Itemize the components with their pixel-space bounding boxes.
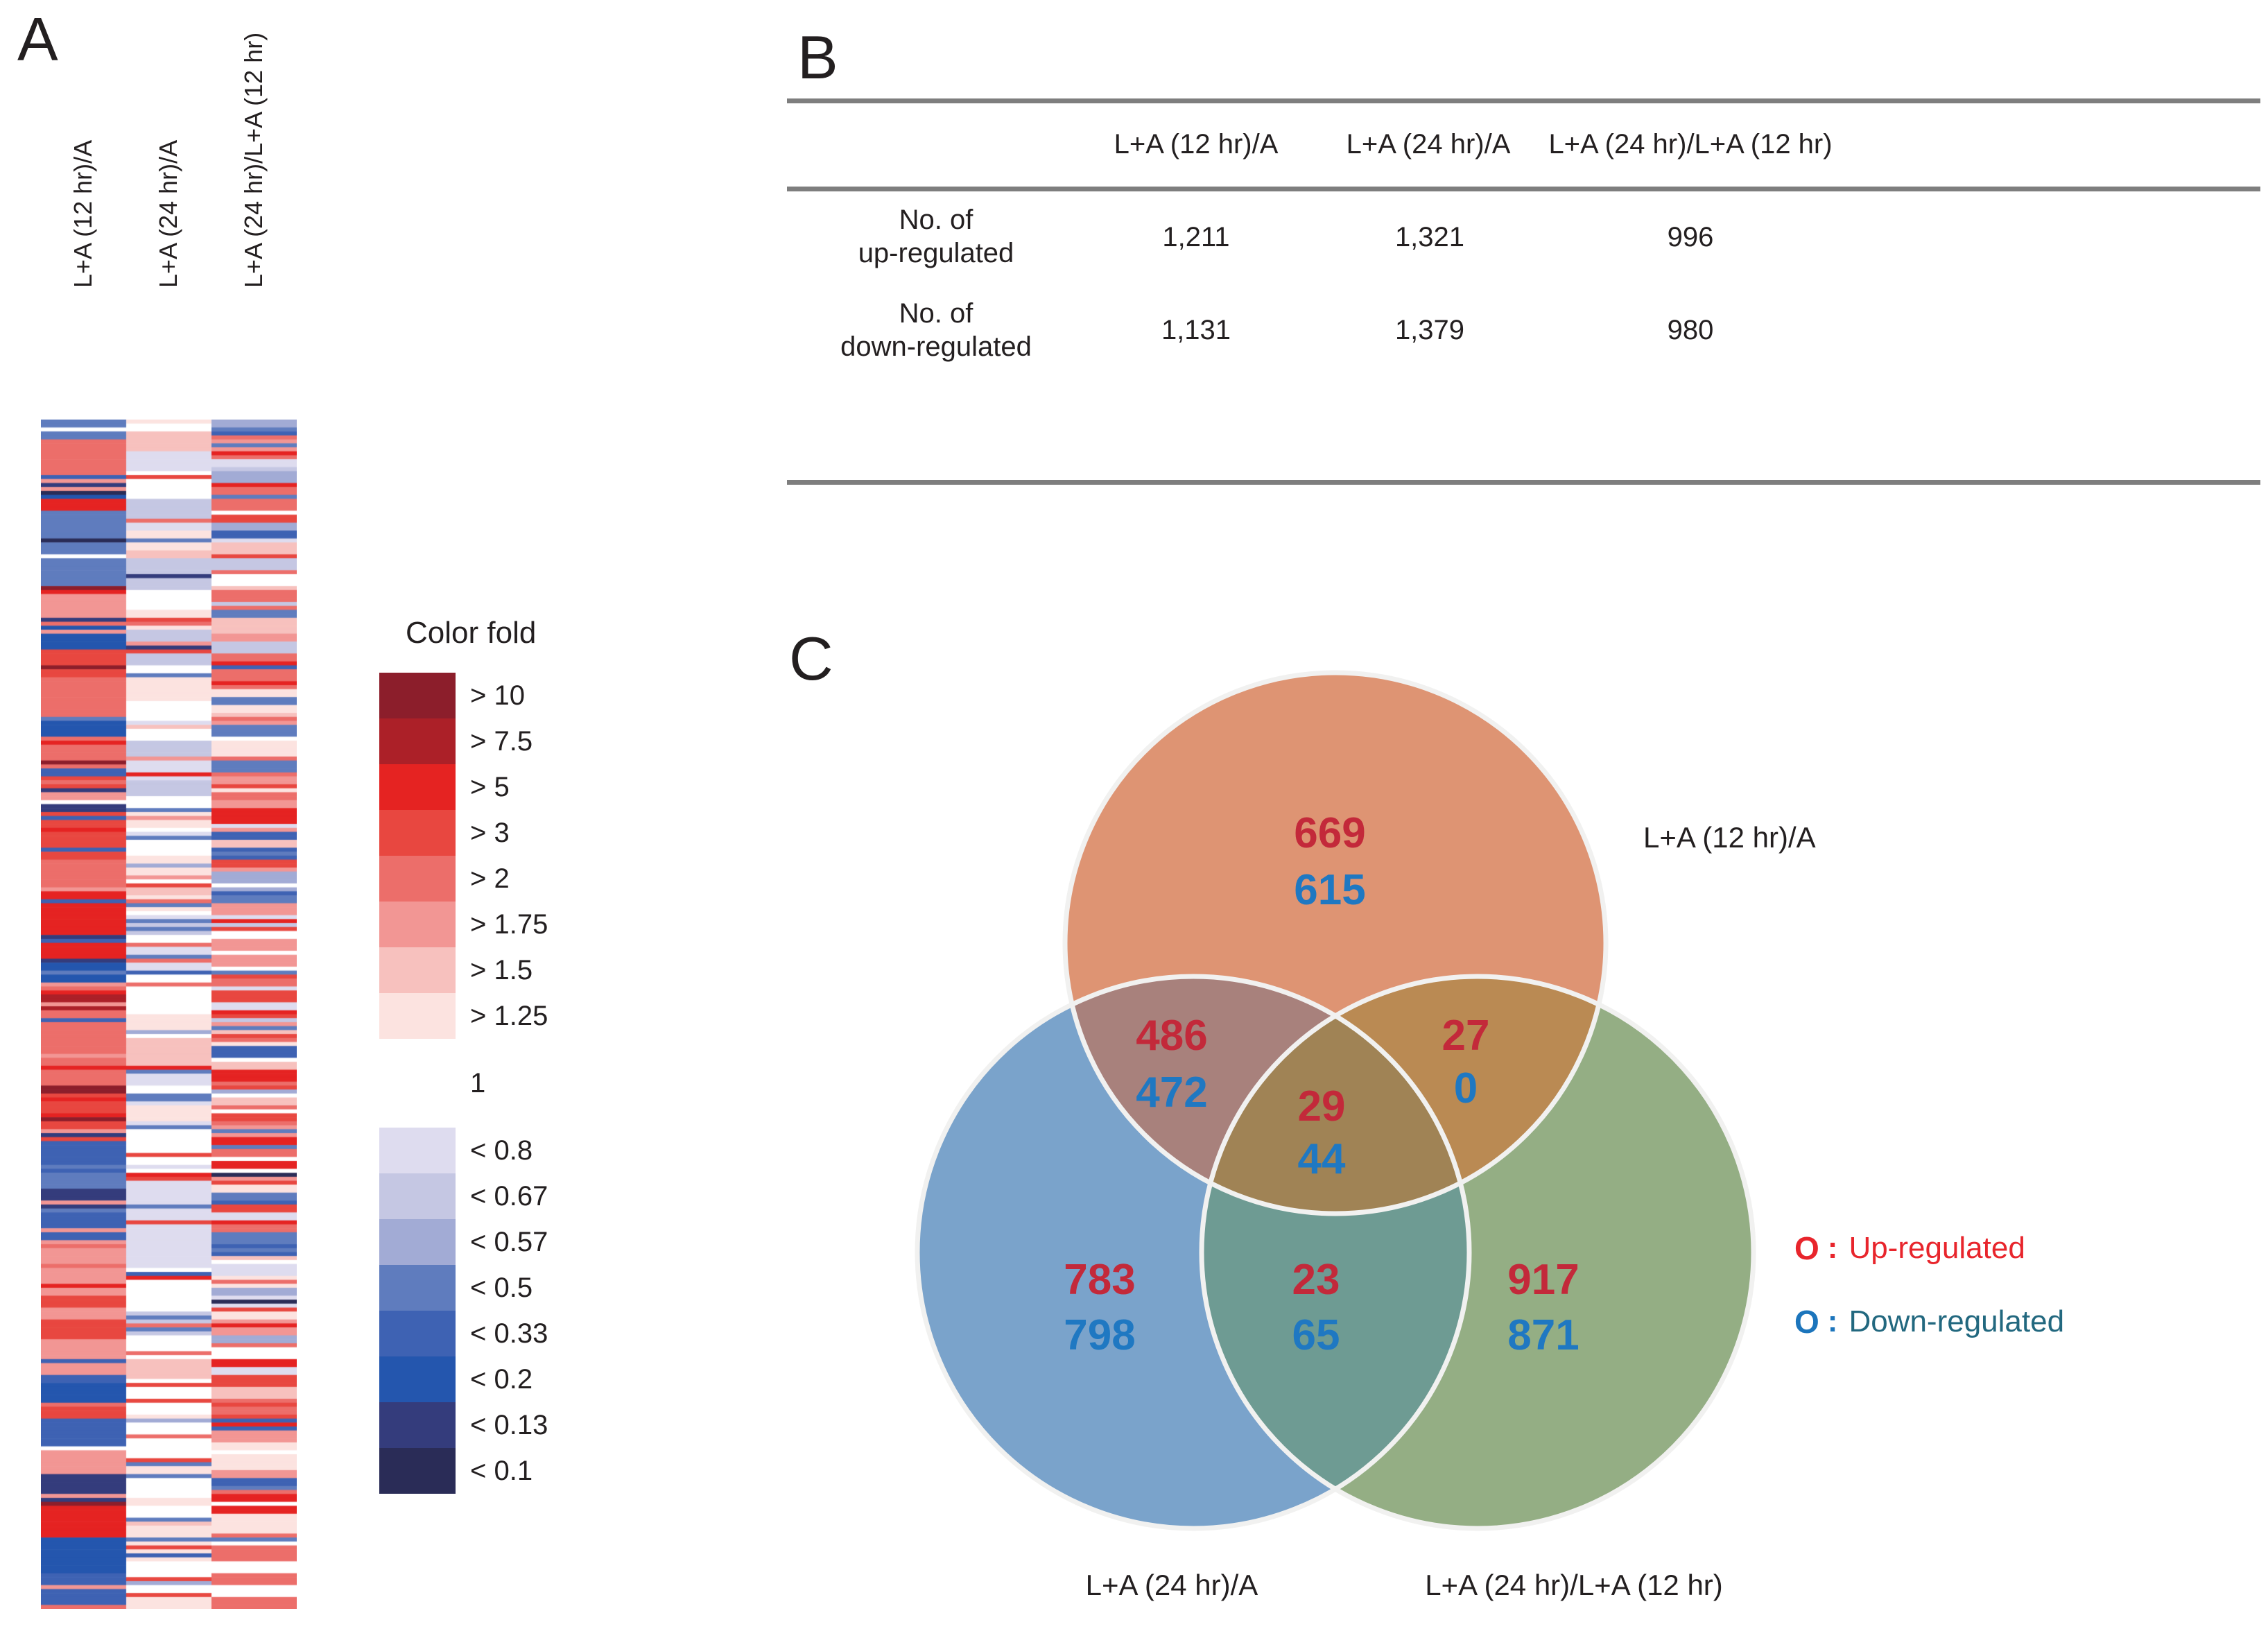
heatmap-col-label-2: L+A (24 hr)/A (154, 139, 182, 288)
venn-count-up: 486 (1136, 1012, 1207, 1060)
venn-count-up: 29 (1298, 1083, 1346, 1130)
legend-colon: : (1827, 1304, 1838, 1338)
venn-count-up: 783 (1064, 1256, 1135, 1304)
colorbar-tick: > 5 (470, 772, 510, 802)
colorbar-swatch (379, 1356, 456, 1402)
venn-outline-2 (915, 974, 1472, 1531)
colorbar-swatch (379, 902, 456, 947)
colorbar-swatch (379, 764, 456, 810)
table-row1-label-line1: No. of (899, 205, 973, 235)
venn-outline-1 (1062, 670, 1609, 1216)
table-cell: 1,321 (1394, 222, 1465, 252)
up-regulated-label: Up-regulated (1849, 1231, 2025, 1265)
venn-count-up: 27 (1442, 1012, 1490, 1060)
colorbar-tick: > 3 (470, 818, 510, 848)
table-rule-bottom (787, 480, 2260, 485)
colorbar-tick: < 0.2 (470, 1364, 533, 1395)
venn-set2-label: L+A (24 hr)/A (1086, 1569, 1258, 1601)
colorbar-labels: > 10 > 7.5 > 5 > 3 > 2 > 1.75 > 1.5 > 1.… (470, 673, 548, 1494)
venn-count-down: 615 (1294, 866, 1365, 914)
colorbar-swatch (379, 673, 456, 718)
colorbar-tick: > 2 (470, 863, 510, 894)
heatmap-col-label-3: L+A (24 hr)/L+A (12 hr) (239, 32, 268, 288)
colorbar-swatch (379, 856, 456, 902)
legend-colon: : (1827, 1231, 1838, 1265)
table-header-col1: L+A (12 hr)/A (1114, 129, 1279, 160)
table-cell: 996 (1667, 222, 1714, 252)
colorbar-tick: > 10 (470, 680, 525, 711)
colorbar-swatch (379, 1402, 456, 1448)
table-row2-label-line1: No. of (899, 298, 973, 329)
colorbar-red-swatches (379, 673, 456, 1039)
venn-legend-down-row: O : Down-regulated (1794, 1302, 2064, 1341)
heatmap-col-label-1: L+A (12 hr)/A (69, 139, 97, 288)
colorbar-tick: < 0.1 (470, 1456, 533, 1486)
venn-count-up: 669 (1294, 809, 1365, 857)
colorbar-tick: < 0.5 (470, 1273, 533, 1303)
venn-set1-label: L+A (12 hr)/A (1643, 821, 1816, 854)
table-cell: 1,131 (1161, 315, 1231, 345)
venn-outline-3 (1199, 974, 1756, 1531)
table-header-col3: L+A (24 hr)/L+A (12 hr) (1548, 129, 1833, 160)
venn-count-down: 798 (1064, 1311, 1135, 1359)
venn-count-down: 472 (1136, 1069, 1207, 1117)
colorbar-tick: > 1.5 (470, 955, 533, 985)
venn-count-up: 917 (1507, 1256, 1579, 1304)
colorbar-swatch (379, 810, 456, 856)
colorbar-swatch (379, 1311, 456, 1356)
colorbar-swatch (379, 1173, 456, 1219)
colorbar-swatch (379, 1265, 456, 1311)
down-regulated-label: Down-regulated (1849, 1304, 2065, 1338)
venn-legend-up-row: O : Up-regulated (1794, 1229, 2025, 1268)
colorbar-tick: < 0.67 (470, 1181, 548, 1212)
table-cell: 980 (1667, 315, 1714, 345)
colorbar-blue-swatches (379, 1128, 456, 1494)
table-header-col2: L+A (24 hr)/A (1346, 129, 1511, 160)
venn-count-down: 0 (1454, 1064, 1478, 1112)
colorbar-tick-one: 1 (470, 1068, 486, 1098)
colorbar-tick: > 7.5 (470, 726, 533, 757)
panel-a-label: A (17, 5, 58, 74)
colorbar-swatch (379, 993, 456, 1039)
table-row2-label: No. of down-regulated (693, 297, 1179, 363)
colorbar-swatch (379, 1448, 456, 1494)
heatmap (41, 420, 297, 1609)
venn-count-down: 65 (1292, 1311, 1340, 1359)
venn-count-down: 44 (1298, 1135, 1346, 1183)
up-circle-symbol: O (1794, 1230, 1819, 1266)
table-row1-label: No. of up-regulated (693, 203, 1179, 270)
table-row1-label-line2: up-regulated (858, 238, 1014, 268)
down-circle-symbol: O (1794, 1304, 1819, 1340)
colorbar-tick: > 1.25 (470, 1001, 548, 1031)
table-cell: 1,379 (1394, 315, 1465, 345)
colorbar-swatch (379, 1128, 456, 1173)
colorbar-tick: < 0.8 (470, 1135, 533, 1166)
panel-c-label: C (789, 624, 833, 693)
colorbar-swatch (379, 947, 456, 993)
colorbar-title: Color fold (406, 616, 537, 650)
venn-count-down: 871 (1507, 1311, 1579, 1359)
colorbar-tick: < 0.33 (470, 1318, 548, 1349)
panel-b-label: B (797, 23, 838, 92)
venn-count-up: 23 (1292, 1256, 1340, 1304)
colorbar-swatch (379, 1219, 456, 1265)
table-rule-top (787, 98, 2260, 103)
table-cell: 1,211 (1162, 222, 1230, 252)
colorbar-tick: < 0.57 (470, 1227, 548, 1257)
colorbar-swatch (379, 718, 456, 764)
venn-set3-label: L+A (24 hr)/L+A (12 hr) (1425, 1569, 1723, 1601)
table-rule-header (787, 187, 2260, 191)
colorbar-tick: > 1.75 (470, 909, 548, 940)
venn-center-overlap (1202, 976, 1469, 1214)
table-row2-label-line2: down-regulated (840, 331, 1032, 362)
venn-diagram: 669 615 486 472 27 0 29 44 783 798 23 65… (915, 670, 1816, 1601)
colorbar-tick: < 0.13 (470, 1410, 548, 1440)
